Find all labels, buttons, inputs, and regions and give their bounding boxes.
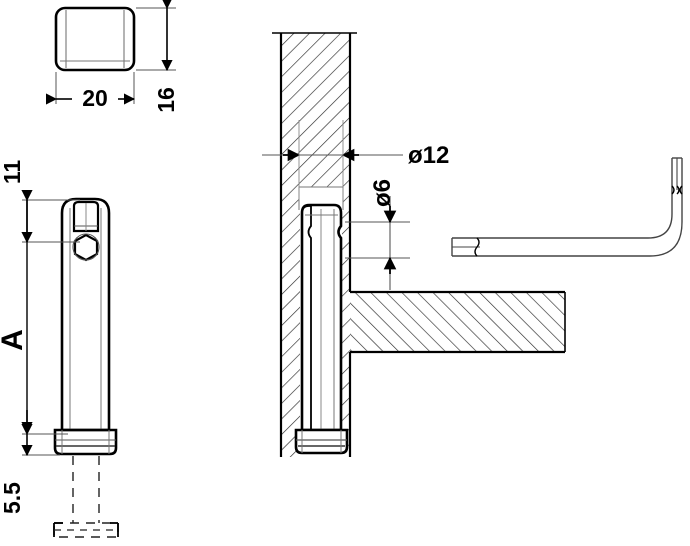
dim-label-20: 20	[82, 85, 108, 111]
section-view-assembly: ø12 ø6	[262, 32, 566, 458]
dim-label-11: 11	[0, 160, 25, 185]
hex-key-view	[451, 157, 683, 257]
dim-label-A: A	[0, 329, 29, 351]
horizontal-member-hatch	[350, 292, 565, 352]
dim-label-5p5: 5.5	[0, 482, 25, 514]
dim-label-16: 16	[153, 87, 179, 113]
top-view-pin-head: 20 16	[45, 0, 179, 113]
front-view-pin: 11 A 5.5	[0, 160, 119, 538]
installed-pin-flange	[294, 428, 349, 455]
hex-socket-circle	[72, 233, 100, 261]
hex-key-break-top	[671, 185, 683, 195]
installed-pin-inner-left	[301, 205, 312, 430]
hex-key-break-left	[474, 237, 480, 257]
top-view-outer-rect	[54, 6, 136, 72]
pin-head-slot	[72, 200, 100, 233]
pin-shaft-outline	[60, 197, 111, 432]
dim-label-dia6: ø6	[369, 179, 396, 207]
hex-key-outer-lower-edge	[452, 158, 683, 257]
pin-pocket-top-clear	[299, 187, 343, 209]
pin-flange	[53, 428, 118, 456]
hex-key-inner-upper-edge	[452, 158, 673, 239]
dim-label-dia12: ø12	[408, 142, 449, 169]
